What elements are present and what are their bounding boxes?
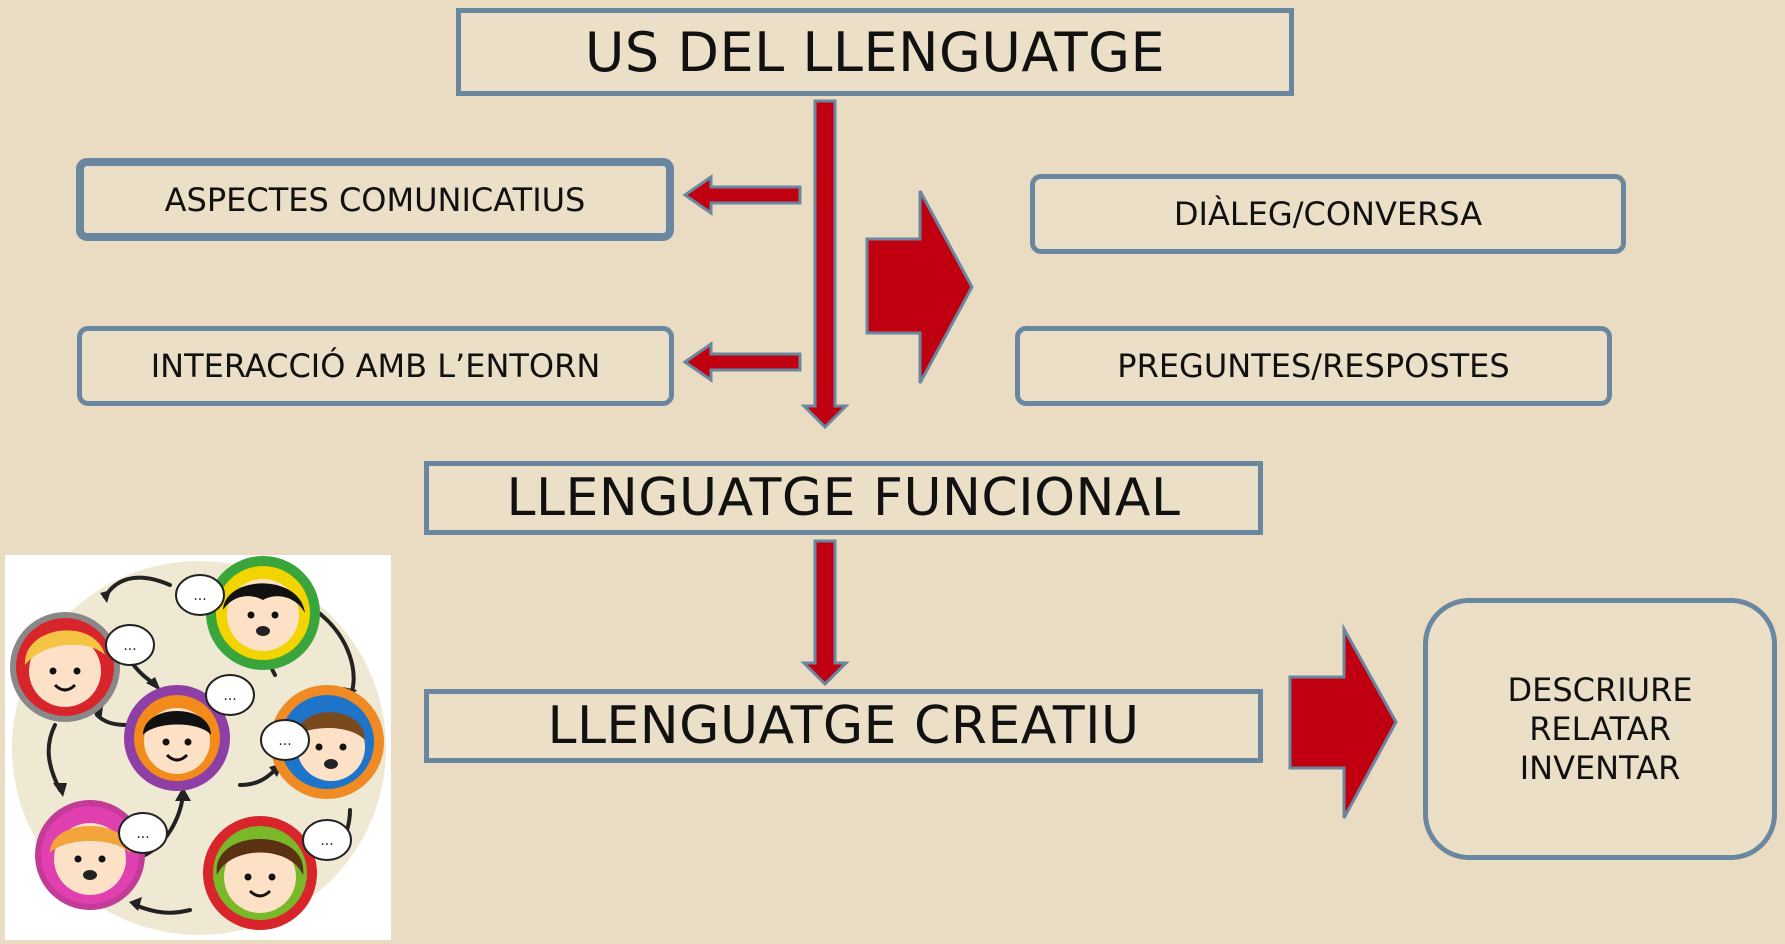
children-talking-illustration: ... ... ... ... ... ... xyxy=(5,555,391,940)
child-face-center xyxy=(124,685,230,791)
preguntes-respostes-box: PREGUNTES/RESPOSTES xyxy=(1015,326,1612,406)
speech-text: ... xyxy=(136,826,149,842)
speech-text: ... xyxy=(320,833,333,849)
child-face-top xyxy=(206,556,320,670)
children-talking-circle-icon: ... ... ... ... ... ... xyxy=(10,556,386,935)
llenguatge-creatiu-label: LLENGUATGE CREATIU xyxy=(547,696,1140,756)
block-arrow-right-upper xyxy=(865,190,974,384)
relatar-label: RELATAR xyxy=(1529,709,1671,748)
left-arrow-aspectes xyxy=(682,174,802,216)
aspectes-comunicatius-label: ASPECTES COMUNICATIUS xyxy=(164,180,586,219)
down-arrow-functional-creative xyxy=(800,539,850,687)
aspectes-comunicatius-box: ASPECTES COMUNICATIUS xyxy=(76,158,674,241)
llenguatge-funcional-label: LLENGUATGE FUNCIONAL xyxy=(506,468,1181,528)
down-arrow-main xyxy=(800,99,850,430)
child-face-bottom-left xyxy=(35,800,145,910)
left-arrow-interaccio xyxy=(682,341,802,383)
interaccio-amb-lentorn-box: INTERACCIÓ AMB L’ENTORN xyxy=(77,326,674,406)
llenguatge-creatiu-box: LLENGUATGE CREATIU xyxy=(424,689,1263,763)
descriure-label: DESCRIURE xyxy=(1507,670,1693,709)
speech-text: ... xyxy=(123,638,136,654)
block-arrow-right-lower xyxy=(1288,623,1398,819)
preguntes-respostes-label: PREGUNTES/RESPOSTES xyxy=(1117,347,1510,385)
creative-outputs-box: DESCRIURE RELATAR INVENTAR xyxy=(1423,598,1777,860)
interaccio-amb-lentorn-label: INTERACCIÓ AMB L’ENTORN xyxy=(150,347,601,385)
dialeg-conversa-label: DIÀLEG/CONVERSA xyxy=(1173,195,1483,233)
speech-text: ... xyxy=(223,688,236,704)
inventar-label: INVENTAR xyxy=(1519,748,1681,787)
us-del-llenguatge-label: US DEL LLENGUATGE xyxy=(584,20,1166,84)
speech-text: ... xyxy=(193,588,206,604)
dialeg-conversa-box: DIÀLEG/CONVERSA xyxy=(1030,174,1626,254)
speech-text: ... xyxy=(278,733,291,749)
us-del-llenguatge-box: US DEL LLENGUATGE xyxy=(456,8,1294,96)
llenguatge-funcional-box: LLENGUATGE FUNCIONAL xyxy=(424,461,1263,535)
child-face-bottom xyxy=(203,816,317,930)
child-face-left xyxy=(10,612,120,722)
